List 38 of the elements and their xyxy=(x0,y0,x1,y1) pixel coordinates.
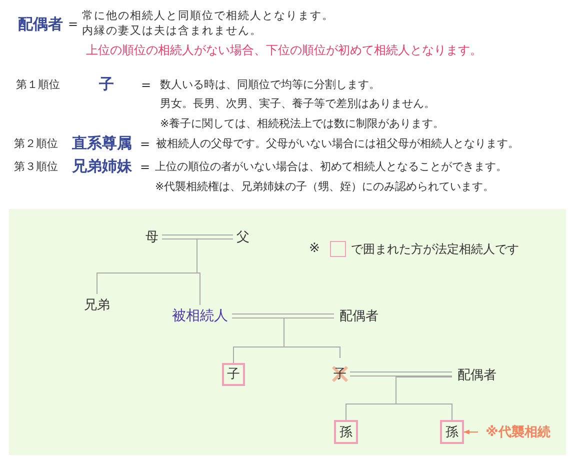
rank-label: 第１順位 xyxy=(16,79,60,90)
rule-text: ※代襲相続権は、兄弟姉妹の子（甥、姪）にのみ認められています。 xyxy=(155,181,494,192)
rule-text: 被相続人の父母です。父母がいない場合には祖父母が相続人となります。 xyxy=(156,138,519,149)
heading-term: 子 xyxy=(99,77,114,92)
person-label: 兄弟 xyxy=(80,294,114,316)
heir-box: 孫 xyxy=(440,420,464,444)
family-line xyxy=(350,372,452,376)
rule-text: 内縁の妻又は夫は含まれません。 xyxy=(82,25,262,36)
rule-text: ※養子に関しては、相続税法上では数に制限があります。 xyxy=(160,118,444,129)
heading-term: 配偶者 xyxy=(18,17,63,32)
rule-text: 常に他の相続人と同順位で相続人となります。 xyxy=(82,10,334,21)
family-line xyxy=(196,238,234,306)
rule-text: 上位の順位の者がいない場合は、初めて相続人となることができます。 xyxy=(155,161,507,172)
person-label: 父 xyxy=(233,228,253,246)
rank-label: 第２順位 xyxy=(14,138,58,149)
heading-term: 兄弟姉妹 xyxy=(72,159,132,174)
highlight-note: 上位の順位の相続人がない場合、下位の順位が初めて相続人となります。 xyxy=(86,44,482,56)
equals-sign: = xyxy=(68,18,78,30)
rule-text: 数人いる時は、同順位で均等に分割します。 xyxy=(160,79,380,90)
equals-sign: = xyxy=(140,138,150,150)
heir-box: 子 xyxy=(222,363,245,386)
family-line xyxy=(396,376,452,420)
person-label: 被相続人 xyxy=(168,305,232,327)
heir-box: 孫 xyxy=(334,420,358,444)
person-label: 配偶者 xyxy=(334,307,384,325)
equals-sign: = xyxy=(141,79,152,91)
equals-sign: = xyxy=(140,161,150,173)
person-label: 配偶者 xyxy=(452,365,502,385)
heading-term: 直系尊属 xyxy=(72,136,132,151)
family-line xyxy=(284,318,340,358)
note-mark: ※ xyxy=(309,242,320,255)
rule-text: 男女。長男、次男、実子、養子等で差別はありません。 xyxy=(160,98,435,109)
arrow xyxy=(463,430,478,434)
rank-label: 第３順位 xyxy=(14,161,58,172)
note-text: ※代襲相続 xyxy=(478,423,558,441)
person-label: 母 xyxy=(142,228,162,246)
person-label: 子 xyxy=(330,358,350,390)
legend-text: で囲まれた方が法定相続人です xyxy=(351,241,519,258)
